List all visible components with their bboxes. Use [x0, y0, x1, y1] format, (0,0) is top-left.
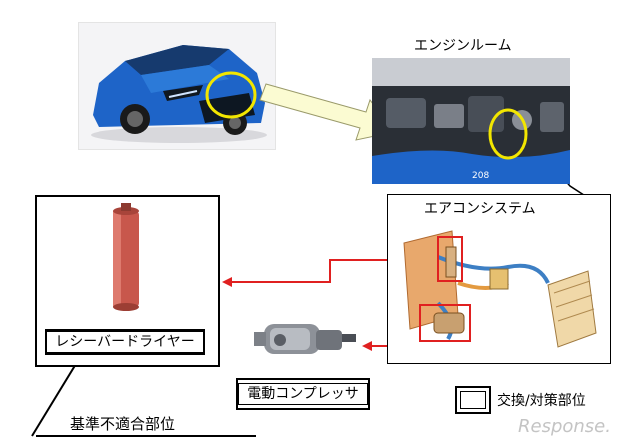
- red-arrowhead-compressor: [362, 341, 372, 351]
- watermark: Response.: [518, 416, 611, 437]
- compressor-label: 電動コンプレッサ: [238, 383, 368, 405]
- car-illustration: [91, 45, 267, 143]
- engine-room-label: エンジンルーム: [414, 38, 512, 54]
- compressor-label-box: 電動コンプレッサ: [236, 378, 370, 410]
- aircon-system-label: エアコンシステム: [424, 201, 536, 217]
- receiver-dryer-cylinder: [113, 203, 139, 311]
- car-photo: [78, 22, 276, 150]
- legend-label: 交換/対策部位: [497, 393, 586, 409]
- aircon-system-box: エアコンシステム: [387, 194, 611, 364]
- engine-room-illustration: 208: [372, 58, 570, 184]
- receiver-dryer-label: レシーバードライヤー: [46, 331, 204, 353]
- nonconforming-label: 基準不適合部位: [70, 415, 176, 433]
- hood-highlight-ring: [205, 71, 257, 119]
- receiver-dryer-box: レシーバードライヤー: [35, 195, 220, 367]
- aircon-diagram: [403, 230, 597, 348]
- car-badge-text: 208: [472, 171, 489, 181]
- red-arrowhead-receiver: [222, 277, 232, 287]
- legend: 交換/対策部位: [455, 386, 605, 418]
- aircon-highlight-ring: [488, 108, 528, 160]
- engine-room-photo: 208: [372, 58, 570, 184]
- receiver-dryer-label-box: レシーバードライヤー: [45, 329, 205, 355]
- compressor-illustration: [254, 324, 356, 354]
- receiver-red-box: [437, 236, 463, 282]
- compressor-red-box: [419, 304, 471, 342]
- pointer-line: [31, 353, 83, 437]
- legend-swatch: [455, 386, 491, 414]
- compressor-photo: [250, 312, 360, 370]
